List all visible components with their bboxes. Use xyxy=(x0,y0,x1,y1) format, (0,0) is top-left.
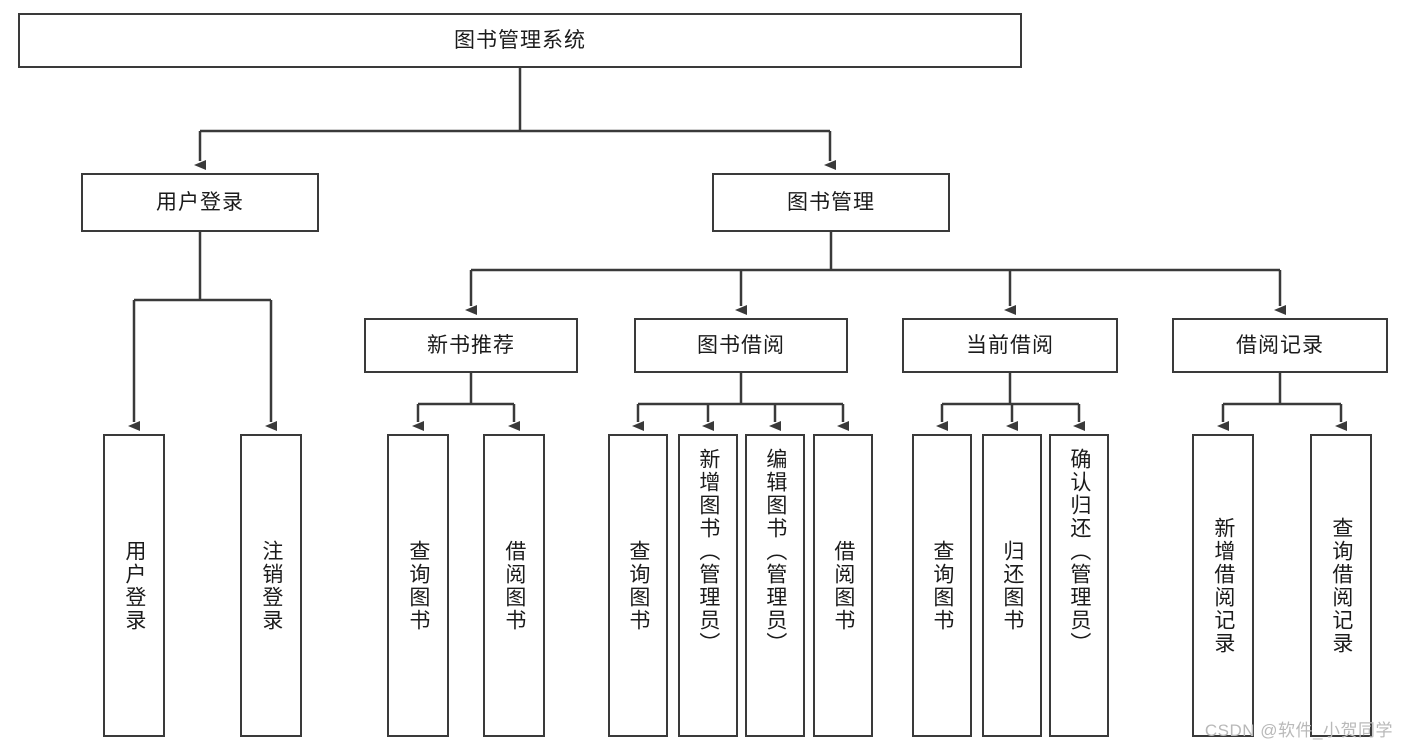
leaf-add-book-admin[interactable]: 新增图书（管理员） xyxy=(678,434,738,737)
csdn-watermark: CSDN @软件_小贺同学 xyxy=(1204,721,1393,740)
node-book-borrow[interactable]: 图书借阅 xyxy=(634,318,848,373)
leaf-borrow-book-recommend-label: 借阅图书 xyxy=(502,539,526,632)
leaf-query-book-borrow-label: 查询图书 xyxy=(626,539,650,632)
leaf-return-book-label: 归还图书 xyxy=(1000,539,1024,632)
leaf-edit-book-admin[interactable]: 编辑图书（管理员） xyxy=(745,434,805,737)
node-borrow-record[interactable]: 借阅记录 xyxy=(1172,318,1388,373)
node-book-management-label: 图书管理 xyxy=(787,190,875,214)
node-root[interactable]: 图书管理系统 xyxy=(18,13,1022,68)
node-root-label: 图书管理系统 xyxy=(454,28,586,52)
leaf-return-book[interactable]: 归还图书 xyxy=(982,434,1042,737)
leaf-query-book-current-label: 查询图书 xyxy=(930,539,954,632)
leaf-borrow-book[interactable]: 借阅图书 xyxy=(813,434,873,737)
node-borrow-record-label: 借阅记录 xyxy=(1236,333,1324,357)
leaf-add-borrow-record-label: 新增借阅记录 xyxy=(1211,516,1235,655)
leaf-query-book-recommend-label: 查询图书 xyxy=(406,539,430,632)
leaf-confirm-return-admin[interactable]: 确认归还（管理员） xyxy=(1049,434,1109,737)
node-new-book-recommend[interactable]: 新书推荐 xyxy=(364,318,578,373)
leaf-query-book-current[interactable]: 查询图书 xyxy=(912,434,972,737)
leaf-borrow-book-label: 借阅图书 xyxy=(831,539,855,632)
node-user-login-label: 用户登录 xyxy=(156,190,244,214)
leaf-user-login-label: 用户登录 xyxy=(122,539,146,632)
leaf-query-book-borrow[interactable]: 查询图书 xyxy=(608,434,668,737)
leaf-query-borrow-record-label: 查询借阅记录 xyxy=(1329,516,1353,655)
leaf-borrow-book-recommend[interactable]: 借阅图书 xyxy=(483,434,545,737)
leaf-edit-book-admin-label: 编辑图书（管理员） xyxy=(763,448,787,655)
leaf-user-login[interactable]: 用户登录 xyxy=(103,434,165,737)
leaf-confirm-return-admin-label: 确认归还（管理员） xyxy=(1067,448,1091,655)
node-book-management[interactable]: 图书管理 xyxy=(712,173,950,232)
node-current-borrow-label: 当前借阅 xyxy=(966,333,1054,357)
leaf-query-book-recommend[interactable]: 查询图书 xyxy=(387,434,449,737)
node-book-borrow-label: 图书借阅 xyxy=(697,333,785,357)
leaf-logout[interactable]: 注销登录 xyxy=(240,434,302,737)
node-current-borrow[interactable]: 当前借阅 xyxy=(902,318,1118,373)
node-user-login[interactable]: 用户登录 xyxy=(81,173,319,232)
leaf-add-borrow-record[interactable]: 新增借阅记录 xyxy=(1192,434,1254,737)
leaf-add-book-admin-label: 新增图书（管理员） xyxy=(696,448,720,655)
leaf-query-borrow-record[interactable]: 查询借阅记录 xyxy=(1310,434,1372,737)
node-new-book-recommend-label: 新书推荐 xyxy=(427,333,515,357)
leaf-logout-label: 注销登录 xyxy=(259,539,283,632)
